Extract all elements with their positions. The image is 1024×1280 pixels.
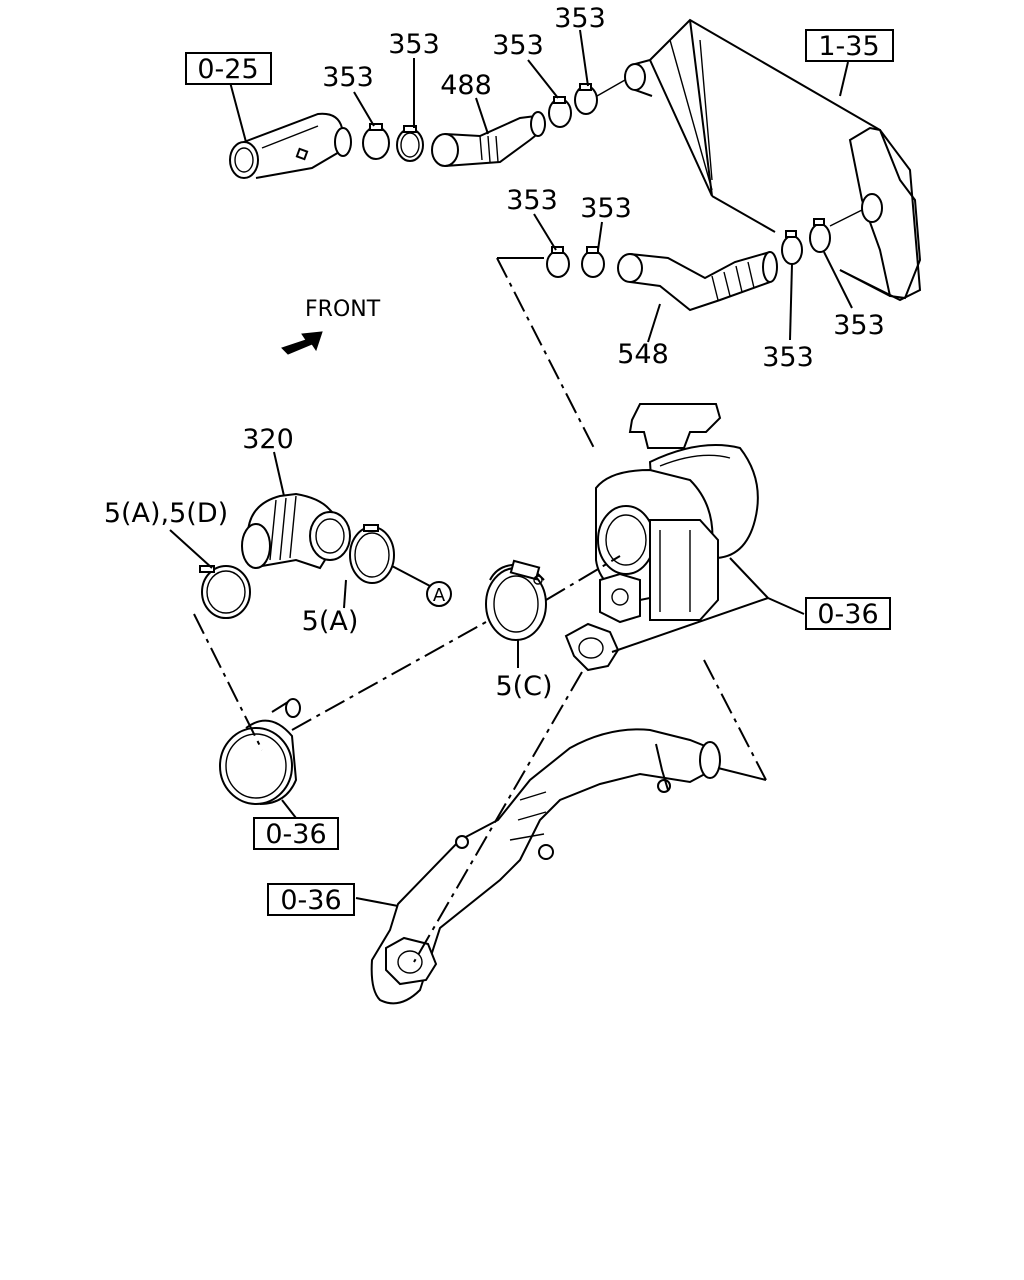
clamp-5a <box>349 524 395 584</box>
leader-lines <box>169 29 853 907</box>
ref-box-0-25: 0-25 <box>185 52 272 85</box>
part-label-353: 353 <box>322 62 374 93</box>
hose-488 <box>431 111 546 167</box>
part-label-320: 320 <box>242 424 294 455</box>
marker-a-label: A <box>433 585 446 606</box>
ref-label-1-35: 1-35 <box>818 31 879 62</box>
ref-label-0-25: 0-25 <box>197 54 258 85</box>
front-arrow-icon <box>281 331 323 355</box>
part-label-353: 353 <box>506 185 558 216</box>
phantom-lines <box>193 257 767 963</box>
clamp-5a-5d <box>199 565 251 619</box>
clamp-353-e <box>546 246 570 278</box>
gasket <box>564 622 620 672</box>
part-label-5c: 5(C) <box>495 671 552 702</box>
elbow-pipe-0-25 <box>229 112 352 179</box>
circled-a-icon: A <box>426 581 452 607</box>
ref-box-0-36-right: 0-36 <box>805 597 891 630</box>
ref-label-0-36-mid: 0-36 <box>265 819 326 850</box>
ref-box-1-35: 1-35 <box>805 29 894 62</box>
part-label-353: 353 <box>762 342 814 373</box>
turbocharger <box>595 403 759 624</box>
clamp-353-f <box>581 246 605 278</box>
intercooler <box>624 18 922 302</box>
ref-box-0-36-mid: 0-36 <box>253 817 339 850</box>
part-label-353: 353 <box>492 30 544 61</box>
part-label-353: 353 <box>554 3 606 34</box>
clamp-353-d <box>574 83 598 115</box>
ref-box-0-36-low: 0-36 <box>267 883 355 916</box>
v-band-clamp-5c <box>485 559 547 641</box>
clamp-353-b <box>396 125 424 162</box>
part-label-488: 488 <box>440 70 492 101</box>
part-label-5a-5d: 5(A),5(D) <box>104 498 228 529</box>
part-label-353: 353 <box>833 310 885 341</box>
part-label-353: 353 <box>580 193 632 224</box>
clamp-353-c <box>548 96 572 128</box>
hose-548 <box>617 251 778 312</box>
exhaust-pipe-0-36 <box>370 728 721 1005</box>
ref-label-0-36-right: 0-36 <box>817 599 878 630</box>
part-label-5a: 5(A) <box>302 606 359 637</box>
front-label: FRONT <box>305 297 381 322</box>
clamp-353-h <box>809 218 831 253</box>
ref-label-0-36-low: 0-36 <box>280 885 341 916</box>
part-label-548: 548 <box>617 339 669 370</box>
part-label-353: 353 <box>388 29 440 60</box>
clamp-353-g <box>781 230 803 265</box>
elbow-hose-320 <box>241 492 351 570</box>
clamp-353-a <box>362 123 390 160</box>
intake-pipe-0-36 <box>219 698 301 805</box>
